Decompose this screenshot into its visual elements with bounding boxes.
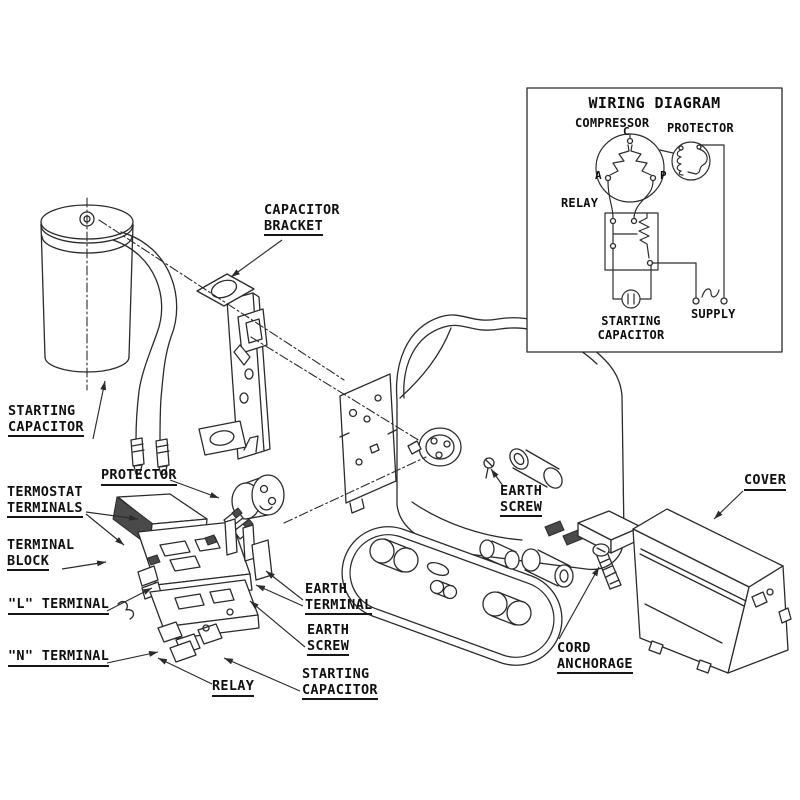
- compressor-body-drawing: [395, 314, 625, 571]
- label-terminal-block: TERMINAL BLOCK: [7, 537, 75, 571]
- capacitor-bracket-drawing: [196, 273, 271, 460]
- label-line: SCREW: [307, 638, 350, 656]
- wiring-terminal-c: C: [623, 125, 630, 138]
- label-line: TERMINALS: [7, 500, 83, 518]
- label-starting-capacitor-top: STARTING CAPACITOR: [8, 403, 84, 437]
- label-line: EARTH: [307, 622, 350, 638]
- label-line: STARTING: [601, 314, 661, 328]
- label-line: "N" TERMINAL: [8, 648, 110, 667]
- label-line: TERMINAL: [305, 597, 373, 615]
- label-line: "L" TERMINAL: [8, 596, 110, 615]
- wiring-diagram-border: [526, 87, 783, 353]
- earth-screw-upper-drawing: [483, 457, 495, 479]
- wiring-relay-label: RELAY: [561, 196, 599, 210]
- wiring-compressor-label: COMPRESSOR: [575, 116, 650, 130]
- wiring-supply-label: SUPPLY: [691, 307, 736, 321]
- mounting-plate-drawing: [339, 373, 397, 514]
- label-line: TERMOSTAT: [7, 484, 83, 500]
- wiring-relay-symbol: [604, 180, 659, 271]
- cord-anchorage-drawing: [479, 510, 642, 590]
- label-protector: PROTECTOR: [101, 467, 177, 486]
- label-n-terminal: "N" TERMINAL: [8, 648, 110, 667]
- compressor-pipe: [509, 448, 563, 489]
- label-earth-screw-lower: EARTH SCREW: [307, 622, 350, 656]
- label-line: CAPACITOR: [8, 419, 84, 437]
- wiring-supply-symbol: [651, 262, 728, 305]
- label-line: CAPACITOR: [264, 202, 340, 218]
- label-line: ANCHORAGE: [557, 656, 633, 674]
- cover-drawing: [632, 508, 792, 674]
- label-line: EARTH: [305, 581, 348, 597]
- assembly-axis-lines: [98, 219, 427, 524]
- wiring-protector-symbol: [659, 141, 725, 298]
- wiring-starting-capacitor-label: STARTING CAPACITOR: [581, 314, 681, 342]
- label-line: STARTING: [302, 666, 370, 682]
- label-line: BRACKET: [264, 218, 323, 236]
- label-line: CORD: [557, 640, 591, 656]
- label-line: CAPACITOR: [302, 682, 378, 700]
- label-line: TERMINAL: [7, 537, 75, 553]
- label-earth-screw-upper: EARTH SCREW: [500, 483, 543, 517]
- relay-spade-terminals: [157, 621, 223, 663]
- wiring-protector-label: PROTECTOR: [667, 121, 734, 135]
- compressor-terminal-boss: [407, 427, 462, 467]
- label-termostat-terminals: TERMOSTAT TERMINALS: [7, 484, 83, 518]
- label-l-terminal: "L" TERMINAL: [8, 596, 110, 615]
- base-plate-drawing: [341, 526, 563, 666]
- label-line: RELAY: [212, 678, 255, 697]
- label-starting-capacitor-bottom: STARTING CAPACITOR: [302, 666, 378, 700]
- label-line: EARTH: [500, 483, 543, 499]
- wiring-starting-capacitor-symbol: [612, 247, 652, 309]
- label-relay: RELAY: [212, 678, 255, 697]
- base-plate-slots: [369, 538, 532, 626]
- starting-capacitor-drawing: [40, 197, 178, 476]
- wiring-diagram-inset: [526, 87, 783, 353]
- label-line: SCREW: [500, 499, 543, 517]
- wiring-terminal-a: A: [595, 169, 602, 182]
- label-line: COVER: [744, 472, 787, 491]
- label-earth-terminal: EARTH TERMINAL: [305, 581, 373, 615]
- leader-lines: [61, 239, 744, 692]
- label-cover: COVER: [744, 472, 787, 491]
- label-line: CAPACITOR: [597, 328, 665, 342]
- label-capacitor-bracket: CAPACITOR BRACKET: [264, 202, 340, 236]
- label-line: BLOCK: [7, 553, 50, 571]
- label-cord-anchorage: CORD ANCHORAGE: [557, 640, 633, 674]
- label-line: PROTECTOR: [101, 467, 177, 486]
- wiring-terminal-p: P: [660, 169, 667, 182]
- wiring-diagram-title: WIRING DIAGRAM: [588, 94, 721, 112]
- terminal-block-assembly-drawing: [112, 493, 273, 663]
- wiring-compressor-symbol: [595, 133, 665, 203]
- anchorage-screw: [592, 543, 622, 590]
- label-line: STARTING: [8, 403, 76, 419]
